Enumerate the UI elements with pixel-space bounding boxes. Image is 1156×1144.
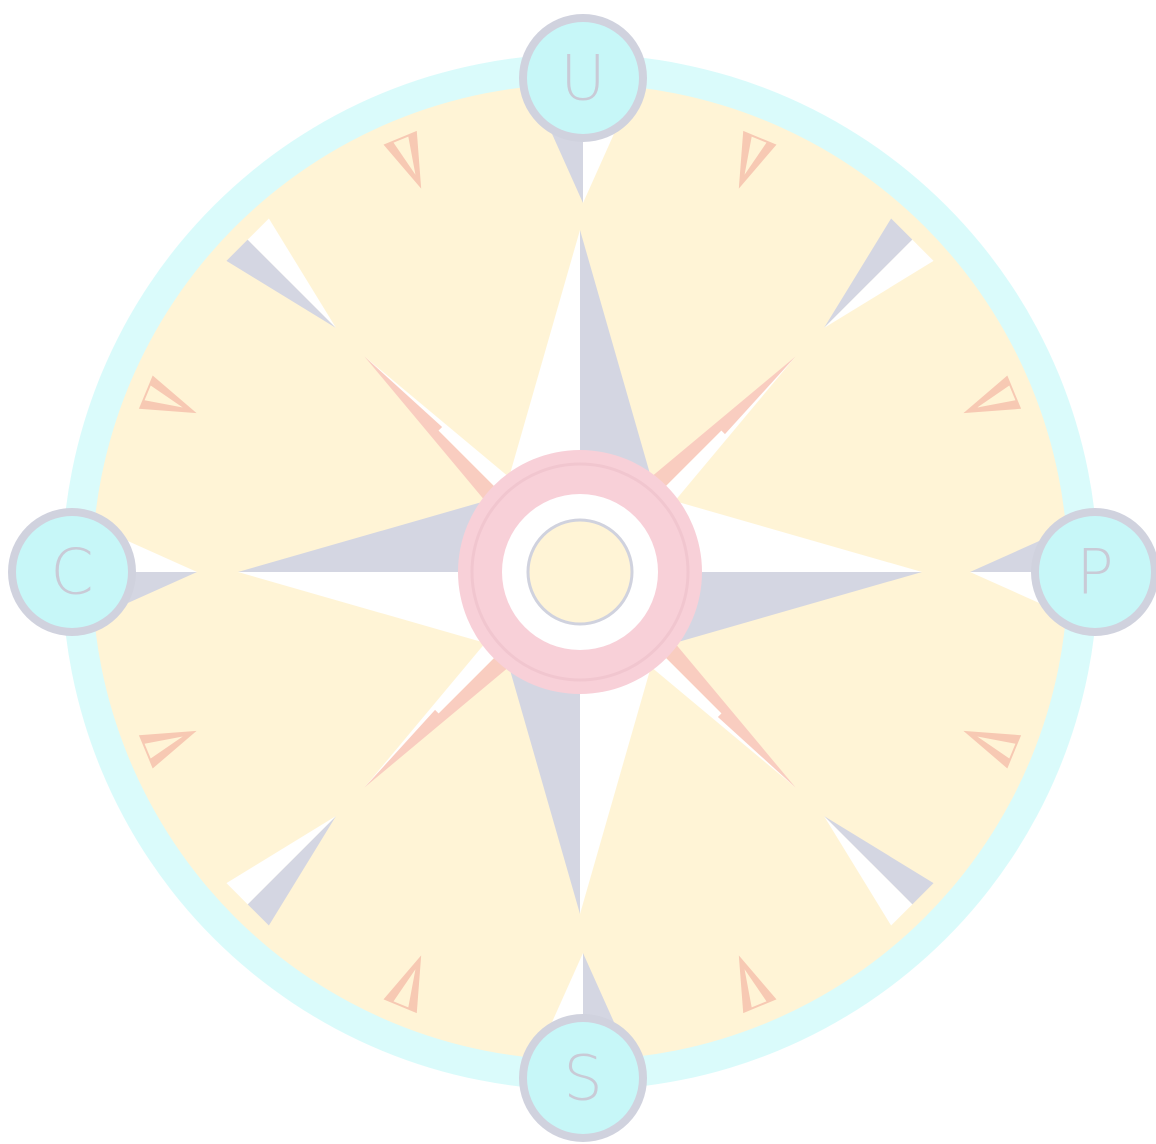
label-west: C xyxy=(50,536,93,609)
hub-center-circle xyxy=(528,520,632,624)
label-north: U xyxy=(560,42,605,115)
center-hub xyxy=(458,450,702,694)
label-east: P xyxy=(1076,536,1113,609)
label-south: S xyxy=(563,1042,602,1115)
